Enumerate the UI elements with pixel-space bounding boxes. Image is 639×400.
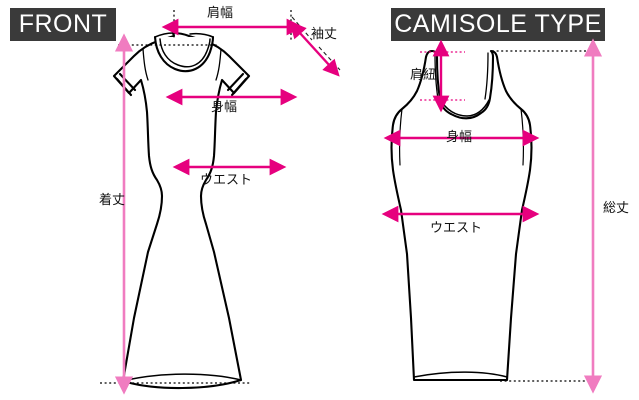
front-garment-illustration: [100, 10, 341, 395]
badge-camisole-type: CAMISOLE TYPE: [391, 8, 605, 41]
label-waist: ウエスト: [200, 173, 253, 188]
label-dress-length: 着丈: [99, 193, 126, 208]
label-body-width: 身幅: [211, 100, 238, 115]
label-total-length: 総丈: [603, 201, 630, 216]
camisole-guide-lines-black: [492, 50, 595, 382]
label-body-width: 身幅: [446, 130, 473, 145]
panel-camisole: CAMISOLE TYPE: [350, 0, 639, 400]
label-waist: ウエスト: [430, 221, 483, 236]
arrow-sleeve-length: [289, 21, 340, 77]
label-shoulder-width: 肩幅: [207, 6, 234, 21]
badge-front: FRONT: [10, 8, 116, 41]
camisole-garment-illustration: [381, 38, 603, 394]
label-shoulder-strap: 肩紐: [410, 68, 437, 83]
label-sleeve-length: 袖丈: [311, 27, 338, 42]
panel-front: FRONT: [10, 6, 341, 395]
front-dress-outline: [112, 31, 251, 390]
front-sleeve-guides: [291, 16, 341, 71]
